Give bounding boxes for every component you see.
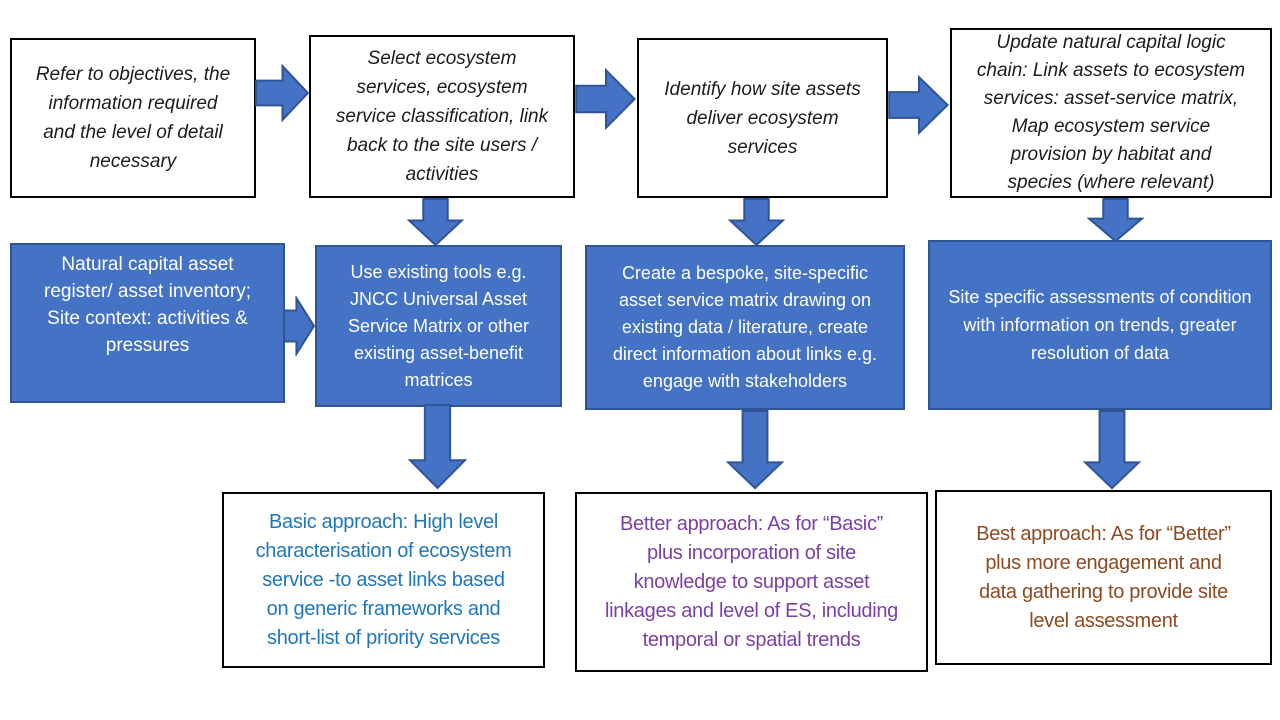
box-select-services-text: Select ecosystem services, ecosystem ser…: [335, 48, 549, 185]
arrow-down-icon: [407, 198, 464, 247]
arrow-down-icon: [728, 198, 785, 247]
box-basic-approach-text: Basic approach: High level characterisat…: [255, 510, 512, 649]
box-existing-tools: Use existing tools e.g. JNCC Universal A…: [315, 245, 562, 407]
arrow-down-icon: [1083, 410, 1141, 490]
box-best-approach: Best approach: As for “Better” plus more…: [935, 490, 1272, 665]
box-bespoke-matrix: Create a bespoke, site-specific asset se…: [585, 245, 905, 410]
box-asset-register-text: Natural capital asset register/ asset in…: [44, 254, 251, 356]
box-identify-delivery-text: Identify how site assets deliver ecosyst…: [664, 78, 861, 158]
box-existing-tools-text: Use existing tools e.g. JNCC Universal A…: [347, 261, 530, 390]
arrow-down-icon: [1087, 198, 1144, 243]
box-basic-approach: Basic approach: High level characterisat…: [222, 492, 545, 668]
box-identify-delivery: Identify how site assets deliver ecosyst…: [637, 38, 888, 198]
box-update-logic-chain-text: Update natural capital logic chain: Link…: [976, 32, 1246, 193]
arrow-right-icon: [283, 296, 315, 356]
box-better-approach-text: Better approach: As for “Basic” plus inc…: [604, 512, 899, 651]
arrow-right-icon: [575, 68, 637, 130]
box-asset-register: Natural capital asset register/ asset in…: [10, 243, 285, 403]
arrow-right-icon: [255, 64, 310, 122]
arrow-down-icon: [408, 404, 467, 490]
box-site-assessments-text: Site specific assessments of condition w…: [948, 287, 1252, 363]
box-bespoke-matrix-text: Create a bespoke, site-specific asset se…: [612, 263, 878, 391]
box-objectives: Refer to objectives, the information req…: [10, 38, 256, 198]
arrow-right-icon: [888, 75, 950, 135]
box-site-assessments: Site specific assessments of condition w…: [928, 240, 1272, 410]
box-best-approach-text: Best approach: As for “Better” plus more…: [976, 522, 1231, 632]
box-update-logic-chain: Update natural capital logic chain: Link…: [950, 28, 1272, 198]
box-select-services: Select ecosystem services, ecosystem ser…: [309, 35, 575, 198]
box-objectives-text: Refer to objectives, the information req…: [35, 64, 231, 172]
box-better-approach: Better approach: As for “Basic” plus inc…: [575, 492, 928, 672]
arrow-down-icon: [726, 410, 784, 490]
